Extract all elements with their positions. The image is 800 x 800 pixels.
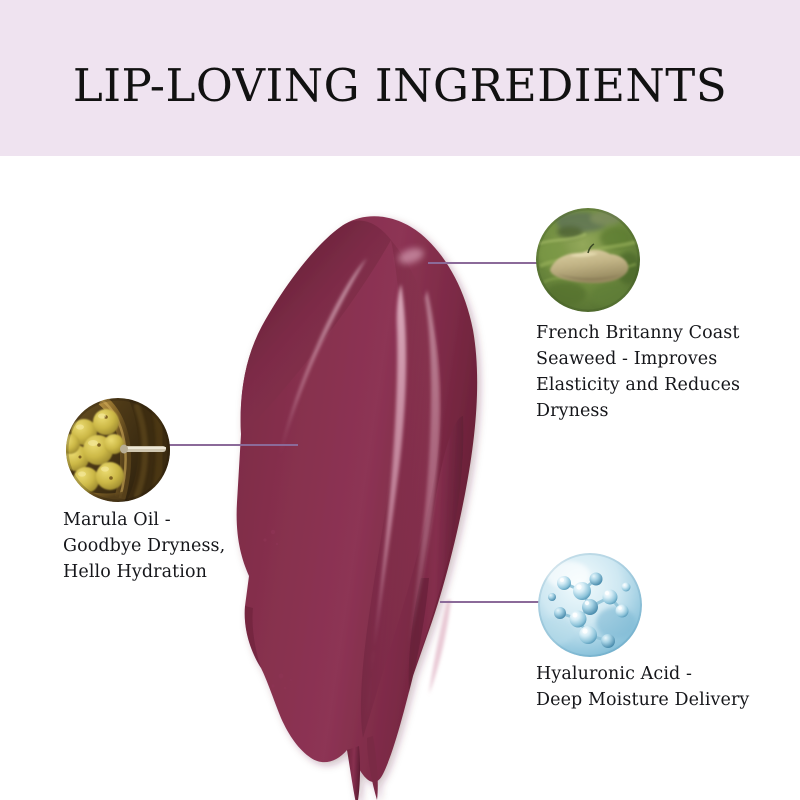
- caption-line: Goodbye Dryness,: [63, 536, 226, 556]
- caption-seaweed: French Britanny Coast Seaweed - Improves…: [536, 320, 788, 424]
- caption-line: Dryness: [536, 401, 609, 421]
- caption-line: Hyaluronic Acid -: [536, 664, 692, 684]
- marula-fruit-basket-photo-icon: [66, 398, 170, 502]
- header-band: LIP-LOVING INGREDIENTS: [0, 0, 800, 156]
- caption-line: Seaweed - Improves: [536, 349, 718, 369]
- caption-hyaluronic: Hyaluronic Acid - Deep Moisture Delivery: [536, 661, 792, 713]
- page-title: LIP-LOVING INGREDIENTS: [72, 59, 728, 112]
- seaweed-rock-photo-icon: [536, 208, 640, 312]
- caption-line: French Britanny Coast: [536, 323, 740, 343]
- caption-line: Deep Moisture Delivery: [536, 690, 750, 710]
- connector-line-marula: [168, 444, 298, 446]
- connector-line-seaweed: [428, 262, 540, 264]
- hyaluronic-molecule-photo-icon: [538, 553, 642, 657]
- caption-line: Elasticity and Reduces: [536, 375, 741, 395]
- infographic-stage: French Britanny Coast Seaweed - Improves…: [0, 156, 800, 800]
- connector-line-hyaluronic: [440, 601, 540, 603]
- caption-marula: Marula Oil - Goodbye Dryness, Hello Hydr…: [63, 507, 293, 585]
- lipstick-swatch: [215, 206, 515, 800]
- caption-line: Hello Hydration: [63, 562, 207, 582]
- caption-line: Marula Oil -: [63, 510, 171, 530]
